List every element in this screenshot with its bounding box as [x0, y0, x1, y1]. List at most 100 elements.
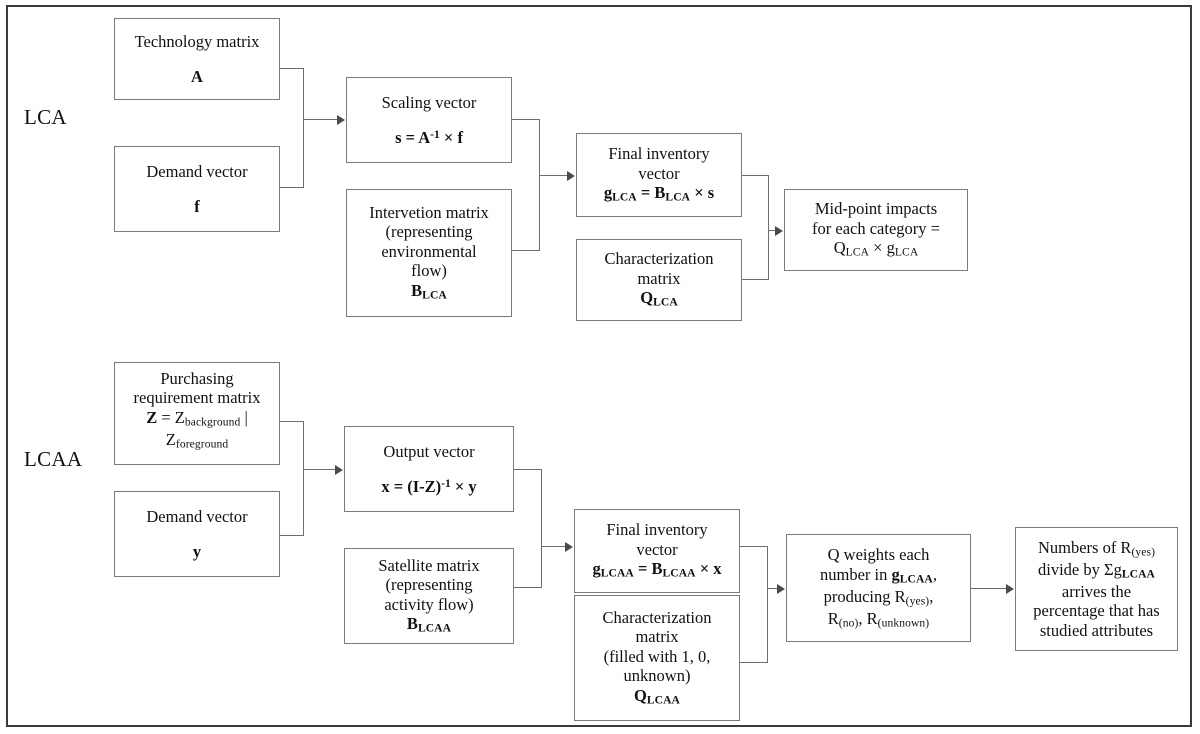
- scaling-lhs: s: [395, 128, 402, 147]
- q-weights-g: g: [891, 564, 900, 584]
- purchasing-matrix-line1: Purchasing: [160, 369, 234, 388]
- q-weights-rno-subscript: (no): [838, 617, 859, 630]
- arrowhead-to-final-inventory-lcaa: [565, 542, 573, 552]
- connector-zy-merge: [303, 421, 305, 536]
- purchasing-pipe: |: [240, 407, 248, 427]
- connector-intervention-out: [512, 250, 540, 252]
- result-line3: arrives the: [1061, 581, 1132, 601]
- node-output-vector[interactable]: Output vector x = (I-Z)-1 × y: [344, 426, 514, 512]
- q-weights-line2-prefix: number in: [820, 564, 892, 584]
- scaling-eq: =: [401, 128, 419, 147]
- output-vector-title: Output vector: [383, 441, 475, 461]
- connector-merge-to-midpoint: [768, 230, 777, 232]
- midpoint-Q: Q: [833, 238, 846, 258]
- arrowhead-to-scaling-vector: [337, 115, 345, 125]
- result-ryes-subscript: (yes): [1131, 546, 1156, 559]
- fi-lcaa-times: ×: [695, 559, 714, 579]
- q-weights-line3-prefix: producing R: [823, 586, 906, 606]
- node-final-inventory-vector-lcaa[interactable]: Final inventory vector gLCAA = BLCAA × x: [574, 509, 740, 593]
- scaling-A: A: [418, 128, 431, 147]
- purchasing-z-foreground-subscript: foreground: [175, 438, 229, 451]
- fi-lcaa-B-subscript: LCAA: [662, 567, 696, 580]
- node-demand-vector-f[interactable]: Demand vector f: [114, 146, 280, 232]
- node-purchasing-requirement-matrix[interactable]: Purchasing requirement matrix Z = Zbackg…: [114, 362, 280, 465]
- node-demand-vector-y[interactable]: Demand vector y: [114, 491, 280, 577]
- arrowhead-to-midpoint-impacts: [775, 226, 783, 236]
- connector-scaling-out: [512, 119, 540, 121]
- node-characterization-matrix-lca[interactable]: Characterization matrix QLCA: [576, 239, 742, 321]
- q-weights-line4-sep: ,: [858, 608, 867, 628]
- demand-vector-y-title: Demand vector: [146, 506, 248, 526]
- midpoint-line1: Mid-point impacts: [814, 199, 938, 219]
- connector-q-weights-to-result: [971, 588, 1007, 590]
- output-IZ: (I-Z): [407, 477, 442, 496]
- arrowhead-to-final-inventory-lca: [567, 171, 575, 181]
- satellite-matrix-symbol: BLCAA: [407, 614, 451, 636]
- node-characterization-matrix-lcaa[interactable]: Characterization matrix (filled with 1, …: [574, 595, 740, 721]
- connector-af-merge: [303, 68, 305, 188]
- q-weights-runknown: R: [866, 608, 878, 628]
- char-matrix-lcaa-symbol: QLCAA: [634, 686, 680, 708]
- char-matrix-lcaa-line2: matrix: [635, 627, 679, 647]
- char-lcaa-Q-subscript: LCAA: [646, 694, 680, 707]
- char-matrix-lcaa-line4: unknown): [623, 666, 691, 686]
- output-vector-formula: x = (I-Z)-1 × y: [381, 477, 476, 496]
- midpoint-line2: for each category =: [812, 218, 940, 238]
- node-intervention-matrix[interactable]: Intervetion matrix (representing environ…: [346, 189, 512, 317]
- connector-z-out: [280, 421, 304, 423]
- node-q-weights[interactable]: Q weights each number in gLCAA, producin…: [786, 534, 971, 642]
- demand-vector-y-symbol: y: [192, 542, 202, 561]
- final-inventory-lca-formula: gLCA = BLCA × s: [604, 183, 714, 205]
- technology-matrix-symbol: A: [191, 67, 203, 86]
- intervention-matrix-line4: flow): [411, 261, 447, 281]
- q-weights-rno: R: [827, 608, 839, 628]
- demand-vector-f-title: Demand vector: [146, 161, 248, 181]
- fi-lcaa-B: B: [651, 559, 663, 579]
- node-percentage-result[interactable]: Numbers of R(yes) divide by ΣgLCAA arriv…: [1015, 527, 1178, 651]
- intervention-matrix-line1: Intervetion matrix: [369, 202, 489, 222]
- midpoint-times: ×: [869, 238, 887, 258]
- output-eq: =: [389, 477, 408, 496]
- char-matrix-lca-symbol: QLCA: [640, 288, 678, 310]
- intervention-matrix-line2: (representing: [385, 222, 473, 242]
- connector-lcaa-result-merge: [767, 546, 769, 663]
- technology-matrix-title: Technology matrix: [134, 31, 260, 51]
- final-inventory-lcaa-line2: vector: [636, 539, 678, 559]
- connector-satellite-out: [514, 587, 542, 589]
- q-weights-line3: producing R(yes),: [824, 587, 934, 609]
- q-weights-line3-suffix: ,: [929, 586, 934, 606]
- purchasing-z-foreground: Z: [165, 430, 176, 450]
- node-midpoint-impacts[interactable]: Mid-point impacts for each category = QL…: [784, 189, 968, 271]
- result-line4: percentage that has: [1033, 601, 1160, 621]
- connector-a-out: [280, 68, 304, 70]
- connector-output-satellite-merge: [541, 469, 543, 588]
- q-weights-line4: R(no), R(unknown): [828, 609, 930, 631]
- char-matrix-lcaa-line1: Characterization: [602, 607, 712, 627]
- purchasing-z-background-subscript: background: [184, 416, 241, 429]
- q-weights-line2: number in gLCAA,: [820, 565, 937, 587]
- node-satellite-matrix[interactable]: Satellite matrix (representing activity …: [344, 548, 514, 644]
- final-inventory-lcaa-line1: Final inventory: [606, 520, 708, 540]
- node-technology-matrix[interactable]: Technology matrix A: [114, 18, 280, 100]
- fi-lca-B-subscript: LCA: [665, 191, 691, 204]
- midpoint-Q-subscript: LCA: [845, 246, 870, 259]
- connector-char-lca-out: [742, 279, 769, 281]
- purchasing-matrix-formula-line1: Z = Zbackground |: [146, 408, 248, 430]
- midpoint-formula: QLCA × gLCA: [834, 238, 919, 260]
- fi-lcaa-g-subscript: LCAA: [600, 567, 634, 580]
- char-lcaa-Q: Q: [634, 685, 647, 705]
- final-inventory-lca-line1: Final inventory: [608, 144, 710, 164]
- node-scaling-vector[interactable]: Scaling vector s = A-1 × f: [346, 77, 512, 163]
- connector-merge-to-final-inventory-lca: [539, 175, 569, 177]
- connector-scaling-intervention-merge: [539, 119, 541, 251]
- node-final-inventory-vector-lca[interactable]: Final inventory vector gLCA = BLCA × s: [576, 133, 742, 217]
- char-lca-Q-subscript: LCA: [653, 296, 678, 309]
- connector-merge-to-final-inventory-lcaa: [541, 546, 567, 548]
- connector-final-inventory-lcaa-out: [740, 546, 768, 548]
- arrowhead-to-q-weights: [777, 584, 785, 594]
- q-weights-ryes-subscript: (yes): [905, 595, 930, 608]
- connector-merge-to-q-weights: [767, 588, 779, 590]
- purchasing-eq: =: [157, 407, 175, 427]
- q-weights-line1: Q weights each: [827, 545, 930, 565]
